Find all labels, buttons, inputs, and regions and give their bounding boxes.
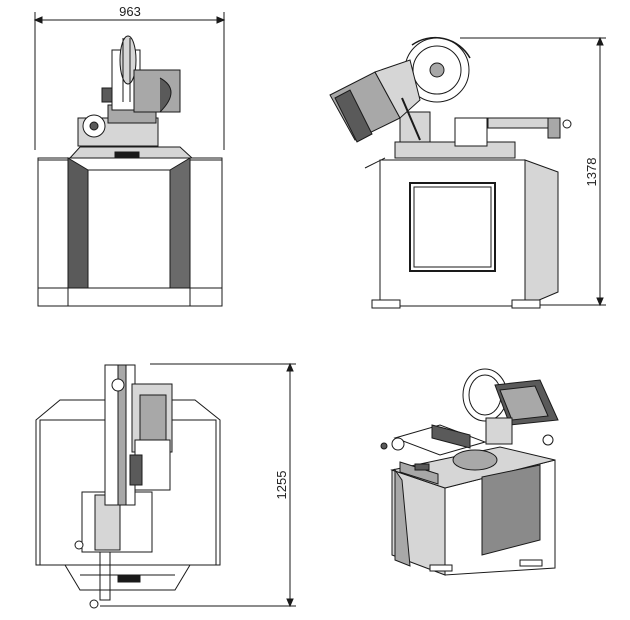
top-view xyxy=(35,362,296,609)
front-width-label: 963 xyxy=(119,4,141,19)
side-view-stand xyxy=(364,157,559,309)
iso-stand xyxy=(390,446,556,576)
iso-vise xyxy=(380,424,498,471)
side-height-dimension xyxy=(460,36,606,307)
side-height-label: 1378 xyxy=(584,158,599,187)
front-width-dimension xyxy=(33,12,226,150)
front-view-table xyxy=(68,146,194,159)
side-view-saw-head xyxy=(329,36,471,143)
side-view-vise xyxy=(394,111,572,159)
top-depth-label: 1255 xyxy=(274,471,289,500)
iso-saw-head xyxy=(462,368,559,446)
side-view xyxy=(329,36,606,309)
top-view-vise xyxy=(74,491,153,609)
front-view-saw-head xyxy=(77,35,181,147)
top-view-saw-head xyxy=(104,364,173,506)
isometric-view xyxy=(380,368,559,576)
front-view-stand xyxy=(37,157,223,307)
front-view xyxy=(33,12,226,307)
top-depth-dimension xyxy=(100,362,296,608)
